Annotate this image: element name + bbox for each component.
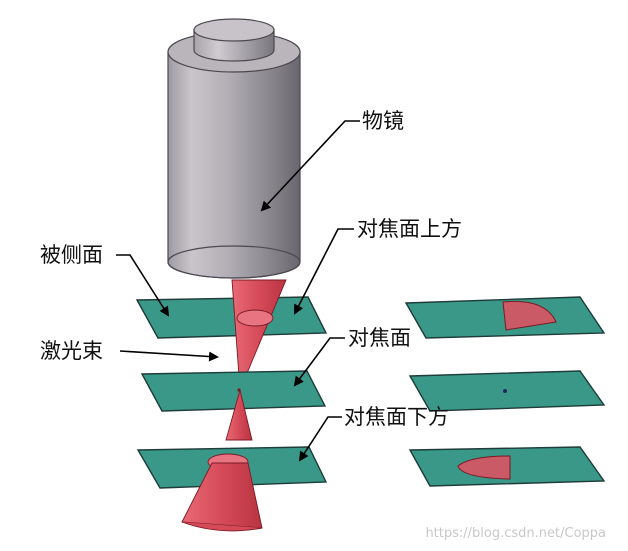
leader-above-focal <box>294 228 354 315</box>
right-spot-focal <box>503 389 507 393</box>
leader-measured-surface <box>116 254 170 317</box>
right-plate-focal <box>408 370 606 412</box>
objective-cap-top <box>193 18 275 42</box>
objective-lens <box>167 18 301 279</box>
label-above-focal: 对焦面上方 <box>357 217 462 241</box>
objective-bottom-rim <box>167 245 301 279</box>
watermark-text: https://blog.csdn.net/Coppa <box>425 526 606 541</box>
plate-focal <box>140 370 327 412</box>
objective-body <box>167 51 301 279</box>
leader-laser-beam <box>119 350 219 362</box>
beam-spot-upper <box>236 309 274 327</box>
label-laser-beam: 激光束 <box>40 339 103 363</box>
right-plate-below <box>408 446 606 487</box>
leader-objective <box>260 120 360 212</box>
leader-focal-plane <box>293 337 345 387</box>
beam-upper-cone <box>231 279 287 391</box>
label-focal-plane: 对焦面 <box>348 326 411 350</box>
label-below-focal: 对焦面下方 <box>344 405 449 429</box>
label-objective: 物镜 <box>362 109 404 133</box>
right-plate-above <box>404 296 606 339</box>
right-spot-below <box>457 455 511 480</box>
plate-above-focal <box>135 296 328 339</box>
right-spot-above <box>502 300 557 331</box>
label-measured-surface: 被侧面 <box>40 243 103 267</box>
beam-middle-cone <box>225 388 253 441</box>
leader-below-focal <box>298 416 342 462</box>
